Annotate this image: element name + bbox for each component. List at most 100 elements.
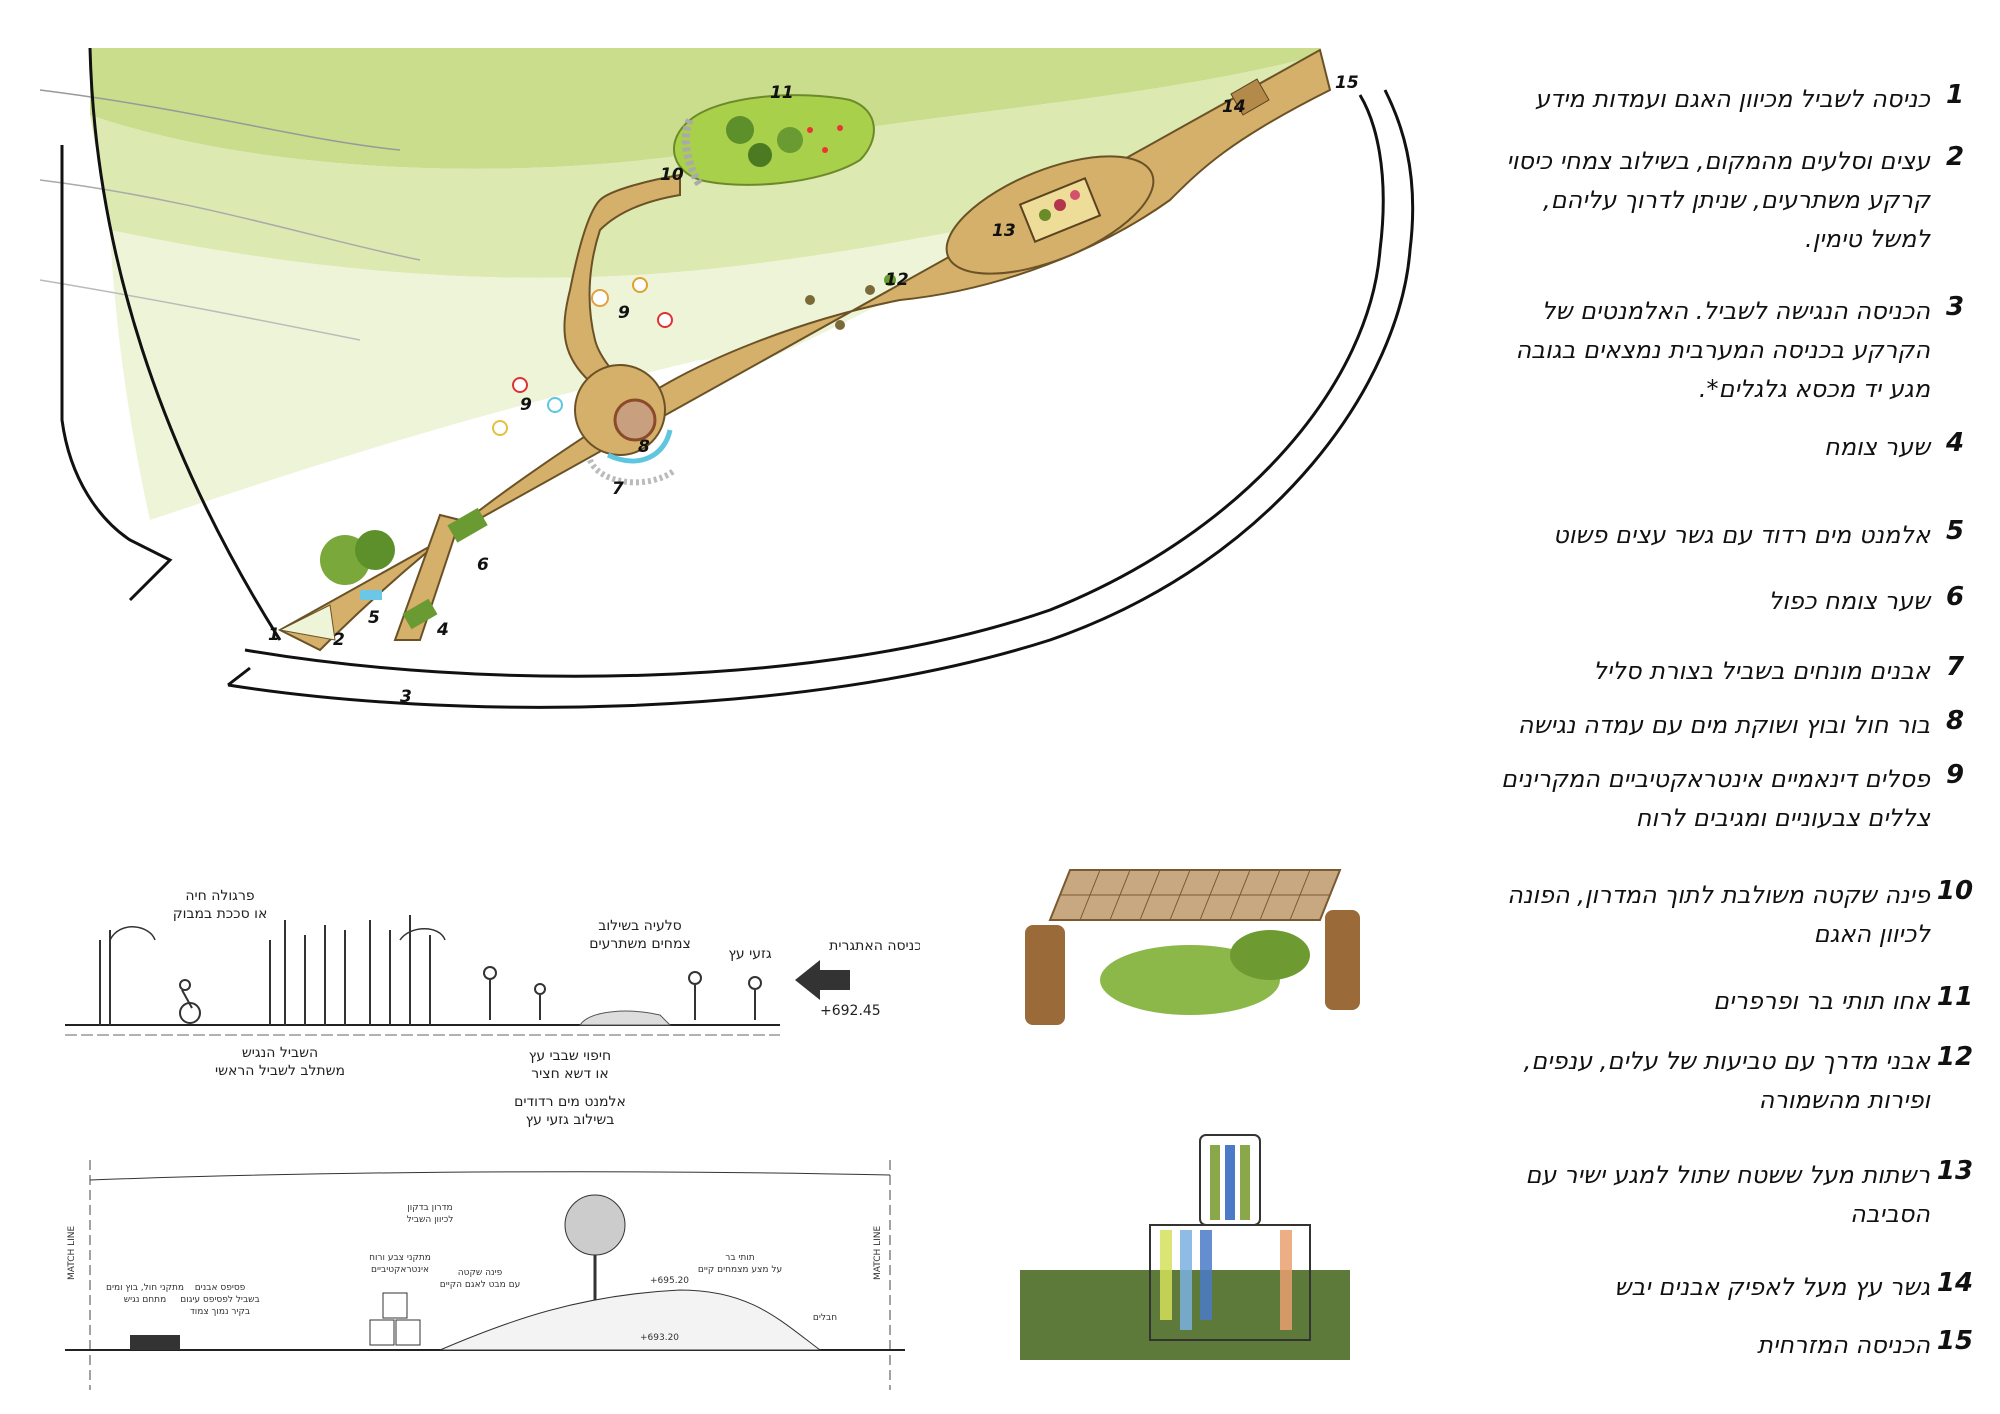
legend-text: בור חול ובוץ ושוקת מים עם עמדה נגישה — [1517, 711, 1930, 739]
legend-text: אבנים מונחים בשביל בצורת סליל — [1593, 657, 1930, 685]
log-post-right — [1325, 910, 1360, 1010]
label-elevation: +692.45 — [820, 1003, 881, 1019]
label-elev-low: +693.20 — [640, 1333, 679, 1343]
legend-item-5: 5 אלמנט מים רדוד עם גשר עצים פשוט — [1440, 516, 1980, 555]
label-stones: פסיפס אבנים — [195, 1283, 246, 1293]
butterfly-meadow — [673, 94, 875, 186]
label-mud: מתקני חול, בוץ ומים — [106, 1283, 184, 1293]
flower-dot — [1070, 190, 1080, 200]
shrub — [726, 116, 754, 144]
stone-spiral — [587, 458, 677, 486]
label-path: השביל הנגיש — [242, 1045, 318, 1061]
berry-dot — [837, 125, 843, 131]
color-panel — [1225, 1145, 1235, 1220]
net-hammock-render — [1025, 869, 1360, 1025]
low-wall — [130, 1335, 180, 1350]
double-plant-gate — [447, 507, 488, 543]
legend-number: 11 — [1936, 982, 1974, 1012]
legend-item-8: 8 בור חול ובוץ ושוקת מים עם עמדה נגישה — [1440, 706, 1980, 745]
color-panel — [1200, 1230, 1212, 1320]
legend-item-15: 15 הכניסה המזרחית — [1440, 1326, 1980, 1365]
plan-label-6: 6 — [477, 555, 489, 575]
label-water-2: בשילוב גזעי עץ — [526, 1112, 615, 1128]
contour-line-1 — [39, 89, 401, 151]
label-logs: גזעי עץ — [728, 946, 772, 962]
legend-item-10: 10 פינה שקטה משולבת לתוך המדרון, הפונה ל… — [1440, 876, 1980, 954]
water-trough — [606, 429, 673, 464]
label-slope: מדרון בדקון — [407, 1203, 452, 1213]
label-pergola-2: או סככת במבוק — [173, 906, 268, 922]
label-trail: חבלים — [813, 1313, 837, 1323]
plan-label-3: 3 — [400, 687, 412, 707]
legend-item-14: 14 גשר עץ מעל לאפיק אבנים יבש — [1440, 1268, 1980, 1307]
legend-item-11: 11 אחו תותי בר ופרפרים — [1440, 982, 1980, 1021]
plant-gate — [402, 598, 438, 630]
entrance-arrow-icon — [795, 960, 850, 1000]
plan-label-7: 7 — [612, 479, 624, 499]
wood-bridge — [1230, 78, 1270, 116]
boundary-left-edge — [88, 47, 282, 641]
label-quiet: פינה שקטה — [458, 1268, 503, 1278]
legend-number: 12 — [1936, 1042, 1974, 1072]
entrance-zone — [278, 604, 336, 641]
legend-number: 5 — [1945, 516, 1965, 546]
label-mulch: חיפוי שבבי עץ — [529, 1048, 611, 1064]
color-panel — [1240, 1145, 1250, 1220]
legend-text: שער צומח — [1824, 433, 1930, 461]
plan-label-15: 15 — [1335, 73, 1359, 93]
label-water: אלמנט מים רדודים — [514, 1094, 626, 1110]
frame-bottom — [1149, 1224, 1311, 1341]
legend-text: אלמנט מים רדוד עם גשר עצים פשוט — [1553, 521, 1930, 549]
shrub — [777, 127, 803, 153]
boundary-left — [60, 145, 173, 602]
tree-cluster — [355, 530, 395, 570]
branch-path-loop — [563, 173, 681, 402]
boundary-inner — [244, 94, 1385, 678]
legend-number: 1 — [1945, 80, 1965, 110]
rock-garden — [579, 1010, 672, 1026]
legend-text: רשתות מעל ששטח שתול למגע ישיר עם הסביבה — [1525, 1161, 1930, 1228]
label-slope-2: לכיוון השביל — [407, 1215, 454, 1225]
plan-label-1: 1 — [268, 625, 280, 645]
wind-sculptures — [492, 277, 673, 436]
label-stones-2: בשביל לפסיפס עיגום — [180, 1295, 259, 1305]
legend-item-2: 2 עצים וסלעים מהמקום, בשילוב צמחי כיסוי … — [1440, 142, 1980, 259]
legend-item-12: 12 אבני מדרך עם טביעות של עלים, ענפים, ו… — [1440, 1042, 1980, 1120]
label-match-right: MATCH LINE — [873, 1225, 883, 1280]
legend-item-4: 4 שער צומח — [1440, 428, 1980, 467]
stepping-stones — [805, 274, 896, 330]
color-panel — [1210, 1145, 1220, 1220]
legend-number: 4 — [1945, 428, 1965, 458]
legend-number: 6 — [1945, 582, 1965, 612]
legend-number: 8 — [1945, 706, 1965, 736]
mud-pit — [613, 398, 657, 442]
shrub — [748, 143, 772, 167]
label-quiet-2: עם מבט לאגם הקיים — [440, 1280, 520, 1290]
hill-mound — [439, 1289, 822, 1351]
plan-label-4: 4 — [436, 620, 449, 640]
play-box — [382, 1292, 408, 1319]
meadow-band-dark — [90, 48, 1320, 169]
contour-line-3 — [39, 279, 361, 341]
wheelchair-figure — [179, 979, 201, 1024]
legend-item-6: 6 שער צומח כפול — [1440, 582, 1980, 621]
label-stones-3: בקיר נמוך צמוד — [190, 1307, 250, 1317]
color-panel — [1160, 1230, 1172, 1320]
label-seating: סלעיה בשילוב — [598, 918, 682, 934]
legend-item-9: 9 פסלים דינאמיים אינטראקטיביים המקרינים … — [1440, 760, 1980, 838]
plan-label-9a: 9 — [520, 395, 532, 415]
top-line — [89, 1171, 891, 1181]
legend-text: גשר עץ מעל לאפיק אבנים יבש — [1614, 1273, 1930, 1301]
flower-dot — [1054, 199, 1066, 211]
plan-label-9b: 9 — [618, 303, 630, 323]
play-box — [369, 1319, 395, 1346]
boundary-bottom-edge — [227, 666, 251, 687]
legend-text: הכניסה הנגישה לשביל. האלמנטים של הקרקע ב… — [1515, 297, 1930, 403]
standing-figures — [483, 966, 762, 1020]
label-path-2: משתלב לשביל הראשי — [215, 1063, 345, 1079]
legend-item-7: 7 אבנים מונחים בשביל בצורת סליל — [1440, 652, 1980, 691]
section-west-entrance: פרגולה חיה או סככת במבוק סלעיה בשילוב צמ… — [65, 888, 920, 1128]
plan-label-12: 12 — [885, 270, 909, 290]
boundary-outer — [227, 89, 1415, 709]
label-color: מתקני צבע ורוח — [369, 1253, 431, 1263]
